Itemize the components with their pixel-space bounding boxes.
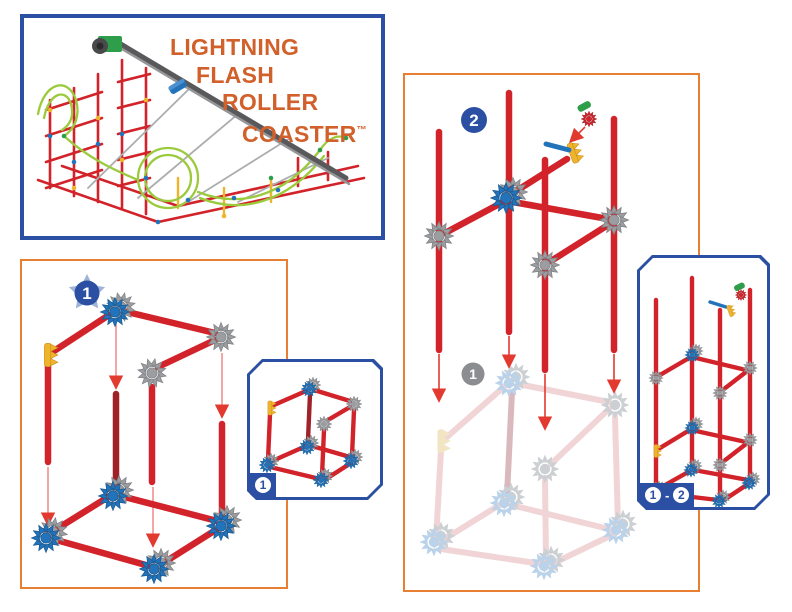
gray-connector-icon	[206, 322, 236, 352]
step-number-to: 2	[673, 487, 689, 503]
range-dash: -	[665, 487, 670, 503]
green-clip-icon	[733, 282, 746, 292]
blue-connector-icon	[98, 481, 128, 511]
step-1-badge: 1	[68, 274, 106, 309]
ghost-yellow-connector-icon	[437, 429, 451, 453]
green-clip-icon	[577, 101, 592, 112]
steps-1-2-result-diagram	[640, 258, 767, 507]
clip-detail	[543, 101, 598, 165]
yellow-connector-icon	[268, 401, 276, 415]
svg-text:1: 1	[82, 284, 91, 303]
step-number: 1	[255, 477, 271, 493]
coaster-motor	[92, 36, 122, 54]
blue-rod-icon	[543, 141, 572, 153]
assembly-arrows	[40, 323, 230, 548]
inset-steps-1-2-result: 1 - 2	[637, 255, 770, 510]
inset-step-1-result: 1	[247, 359, 383, 500]
step-1-result-diagram	[250, 362, 380, 497]
coaster-connector-dots	[47, 97, 349, 225]
svg-text:1: 1	[469, 366, 477, 382]
red-connector-icon	[580, 110, 598, 128]
ghost-previous-assembly	[419, 362, 638, 581]
clip-detail	[710, 282, 747, 317]
model-title: LIGHTNING FLASH ROLLER COASTER™	[170, 34, 367, 148]
step-2-exploded-diagram: 2	[419, 89, 638, 581]
step-number-from: 1	[645, 487, 661, 503]
gray-connector-icon	[424, 221, 454, 251]
trademark-symbol: ™	[356, 124, 367, 136]
title-panel: LIGHTNING FLASH ROLLER COASTER™	[20, 14, 385, 240]
bottom-square-rods	[43, 490, 226, 571]
previous-step-badge: 1	[461, 362, 485, 386]
vertical-rods	[44, 361, 226, 520]
coaster-car	[168, 78, 187, 94]
title-line-2: FLASH	[196, 61, 275, 88]
tower-rods	[656, 278, 750, 501]
step-2-badge: 2	[461, 107, 487, 133]
inset-1-badge: 1	[250, 473, 276, 497]
top-square-rods	[441, 155, 612, 265]
blue-rod-icon	[710, 302, 726, 307]
yellow-connector-icon	[654, 445, 662, 458]
svg-text:2: 2	[469, 111, 478, 130]
step-1-exploded-diagram: 1	[31, 274, 242, 584]
cube-rods	[268, 390, 354, 479]
yellow-connector-icon	[43, 342, 59, 368]
finished-model-illustration	[36, 36, 366, 225]
coaster-lift-hill	[111, 37, 351, 186]
step-1-panel: 1	[20, 259, 288, 589]
step-2-panel: 2	[403, 73, 700, 592]
title-line-1: LIGHTNING	[170, 34, 300, 60]
top-square-rods	[50, 307, 219, 371]
inset-2-badge: 1 - 2	[640, 483, 694, 507]
ghost-blue-connector-icon	[489, 488, 519, 518]
new-vertical-rods	[435, 89, 618, 374]
yellow-connector-icon	[726, 304, 736, 317]
assembly-arrows	[431, 336, 622, 431]
title-line-3: ROLLER	[222, 89, 319, 115]
bottom-corner-connectors	[31, 475, 242, 584]
ghost-blue-connector-icon	[529, 551, 559, 581]
title-line-4: COASTER™	[242, 120, 367, 147]
